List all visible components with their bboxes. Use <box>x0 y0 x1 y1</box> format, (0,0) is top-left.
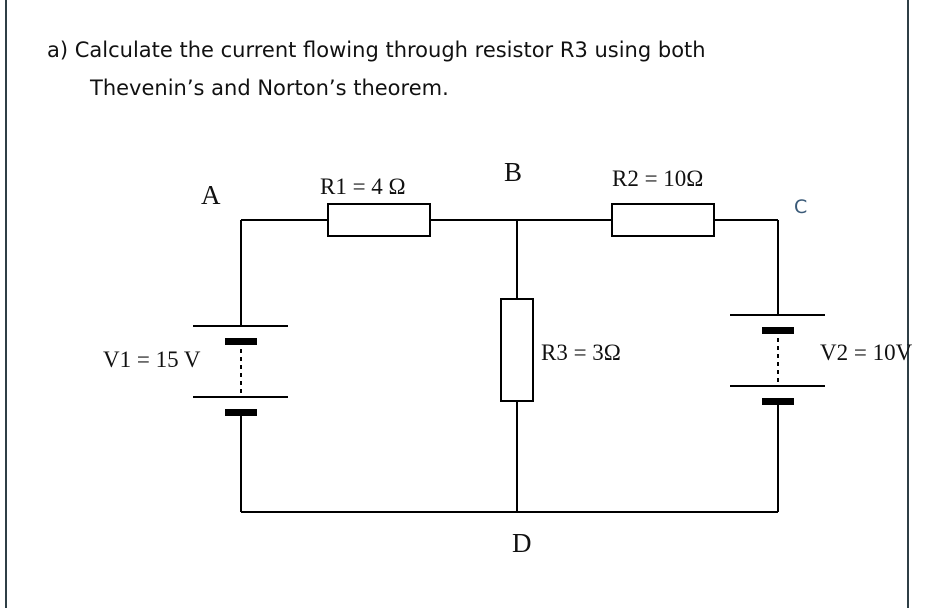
resistor-r2 <box>611 203 715 237</box>
question-line-1: a) Calculate the current flowing through… <box>47 38 706 62</box>
node-label-a: A <box>201 180 221 210</box>
question-line-2: Thevenin’s and Norton’s theorem. <box>90 76 449 100</box>
battery-v1-cell-2 <box>225 409 257 416</box>
node-label-b: B <box>504 157 522 187</box>
battery-v1-cell-1 <box>225 338 257 345</box>
question-text: a) Calculate the current flowing through… <box>47 31 706 107</box>
resistor-r1 <box>327 203 431 237</box>
battery-v2-label: V2 = 10V <box>820 340 913 365</box>
battery-v2-cell-1 <box>762 327 794 334</box>
resistor-r3-label: R3 = 3Ω <box>541 340 621 365</box>
resistor-r2-label: R2 = 10Ω <box>612 166 703 191</box>
battery-v2-cell-2 <box>762 398 794 405</box>
node-label-c: C <box>794 196 807 218</box>
battery-v1-label: V1 = 15 V <box>103 347 201 372</box>
resistor-r1-label: R1 = 4 Ω <box>320 174 406 199</box>
page-frame <box>5 0 909 608</box>
node-label-d: D <box>512 528 532 558</box>
resistor-r3 <box>500 298 534 402</box>
